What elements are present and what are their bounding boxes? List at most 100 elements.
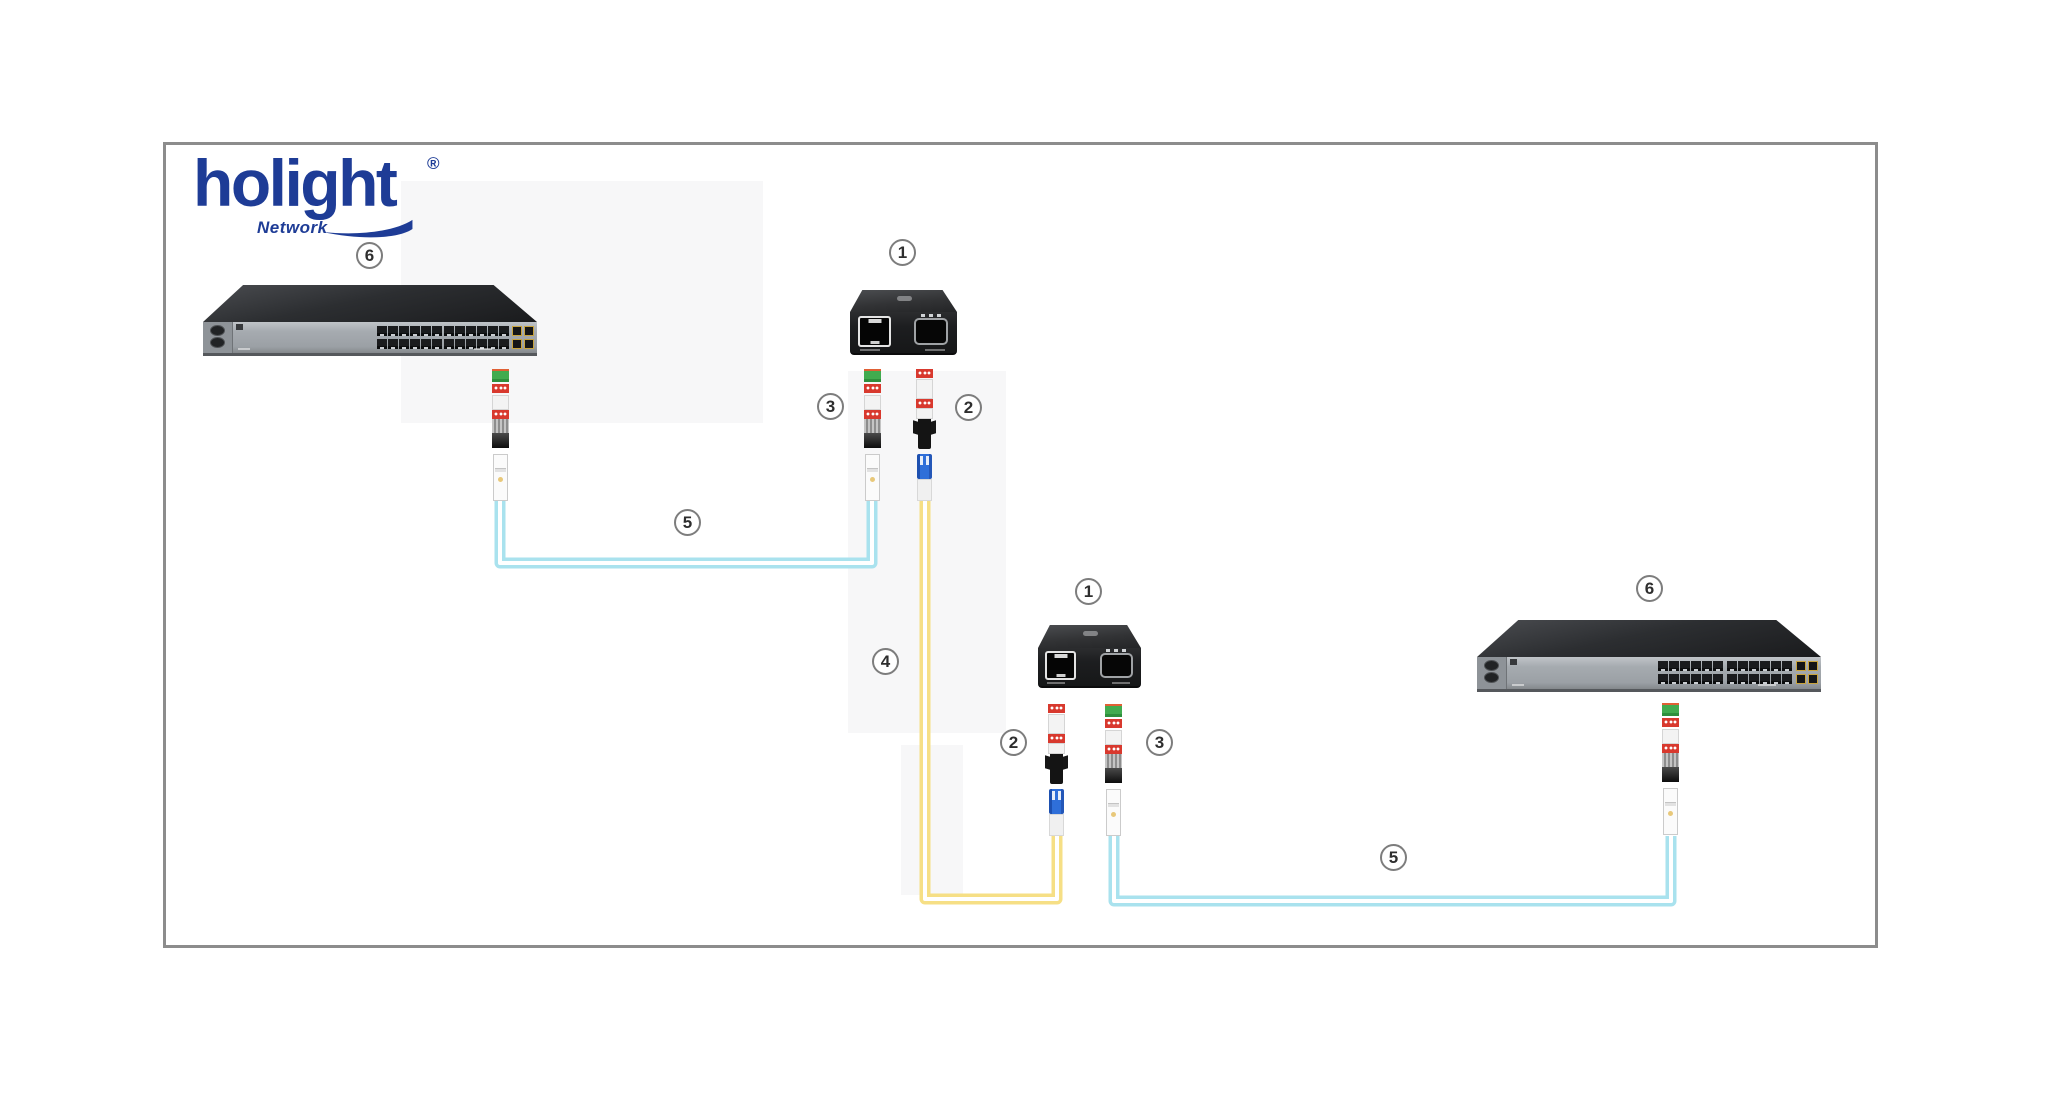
rj45-port: [499, 326, 509, 336]
sfp-body: [1105, 730, 1122, 745]
holight-logo: holight ® Network: [193, 150, 463, 246]
rj45-port: [388, 326, 398, 336]
callout-sfp-module-top: 3: [817, 393, 844, 420]
rj45-port-group: [1658, 661, 1723, 684]
lc-connector-white: [865, 454, 880, 501]
lc-connector-white: [1663, 788, 1678, 835]
callout-switch-left: 6: [356, 242, 383, 269]
switch-side-panel: [203, 322, 233, 353]
sfp-module-converter-bottom: [1105, 704, 1122, 836]
sfp-body: [916, 408, 933, 419]
vent-hole: [210, 337, 225, 348]
lc-connector-boot: [1049, 814, 1064, 836]
sfp-cage-port: [512, 339, 522, 349]
port-label-mark: [860, 349, 880, 351]
status-led-block: [1510, 659, 1517, 665]
callout-media-converter-top: 1: [889, 239, 916, 266]
media-converter-bottom: [1038, 625, 1141, 688]
sfp-slot: [914, 318, 948, 345]
rj45-port: [444, 339, 454, 349]
rj45-port: [421, 326, 431, 336]
sfp-body: [916, 379, 933, 399]
slot-pin-dots: [1106, 649, 1126, 652]
rj45-port: [1738, 661, 1748, 671]
sfp-cage-port: [1808, 674, 1818, 684]
lc-connector-white: [1106, 789, 1121, 836]
sfp-connector-end: [1662, 767, 1679, 782]
sfp-red-label: [1105, 745, 1122, 754]
callout-aqua-fiber-left: 5: [674, 509, 701, 536]
vent-hole: [1484, 672, 1499, 683]
vent-hole: [1484, 660, 1499, 671]
rj45-port: [1749, 674, 1759, 684]
converter-front-panel: [850, 312, 957, 355]
sfp-body: [864, 395, 881, 410]
rj45-port: [1771, 661, 1781, 671]
registered-trademark-icon: ®: [427, 154, 440, 173]
sfp-green-label: [492, 369, 509, 382]
sfp-body: [1048, 714, 1065, 734]
rj45-port: [1691, 674, 1701, 684]
aqua-fiber-cable-right-core: [1112, 835, 1673, 903]
sfp-cage-port: [524, 326, 534, 336]
rj45-port: [499, 339, 509, 349]
rj45-port: [444, 326, 454, 336]
network-switch-right: [1477, 620, 1821, 692]
rj45-port: [1713, 661, 1723, 671]
panel-label-mark: [1512, 684, 1524, 686]
rj45-port: [1771, 674, 1781, 684]
vent-hole: [210, 325, 225, 336]
logo-brand-text: holight: [193, 146, 398, 220]
sfp-module-left-switch: [492, 369, 509, 501]
rj45-port: [455, 326, 465, 336]
rj45-port: [1738, 674, 1748, 684]
sfp-body: [492, 395, 509, 410]
rj45-port: [377, 339, 387, 349]
rj45-port: [432, 339, 442, 349]
rj45-port-group: [444, 326, 509, 349]
background-tint: [901, 745, 963, 895]
sfp-cage-port: [1796, 674, 1806, 684]
status-led-block: [236, 324, 243, 330]
rj45-port: [466, 326, 476, 336]
rj45-port: [1669, 674, 1679, 684]
rj45-port: [1658, 661, 1668, 671]
rj45-port: [399, 326, 409, 336]
sfp-green-label: [1105, 704, 1122, 717]
callout-switch-right: 6: [1636, 575, 1663, 602]
callout-sfp-module-bottom: 3: [1146, 729, 1173, 756]
switch-side-panel: [1477, 657, 1507, 689]
rj45-port: [477, 326, 487, 336]
converter-top-cover: [850, 290, 957, 312]
sfp-red-label: [1048, 734, 1065, 743]
rj45-port: [1680, 674, 1690, 684]
sfp-uplink-cage: [512, 326, 534, 349]
rj45-port: [488, 326, 498, 336]
sfp-module-converter-top: [864, 369, 881, 501]
rj45-port: [466, 339, 476, 349]
diagram-frame: [163, 142, 1878, 948]
rj45-port: [1702, 674, 1712, 684]
sfp-red-label: [864, 384, 881, 393]
switch-top-cover: [1477, 620, 1821, 657]
sfp-connector-end: [492, 433, 509, 448]
sfp-red-label: [864, 410, 881, 419]
callout-yellow-fiber: 4: [872, 648, 899, 675]
rj45-port: [1045, 651, 1076, 680]
sfp-uplink-cage: [1796, 661, 1818, 684]
rj45-port: [455, 339, 465, 349]
rj45-port: [410, 339, 420, 349]
converter-logo-mark: [897, 296, 913, 302]
panel-label-mark: [474, 348, 492, 350]
lc-connector-white: [493, 454, 508, 501]
sfp-emi-shield: [1105, 754, 1122, 768]
yellow-fiber-cable: [919, 500, 1063, 905]
rj45-port: [1782, 661, 1792, 671]
rj45-port-group: [377, 326, 442, 349]
panel-label-mark: [238, 348, 250, 350]
port-label-mark: [1112, 682, 1130, 684]
lc-connector-blue: [1049, 789, 1064, 814]
sfp-emi-shield: [1662, 753, 1679, 767]
sfp-green-label: [1662, 703, 1679, 716]
